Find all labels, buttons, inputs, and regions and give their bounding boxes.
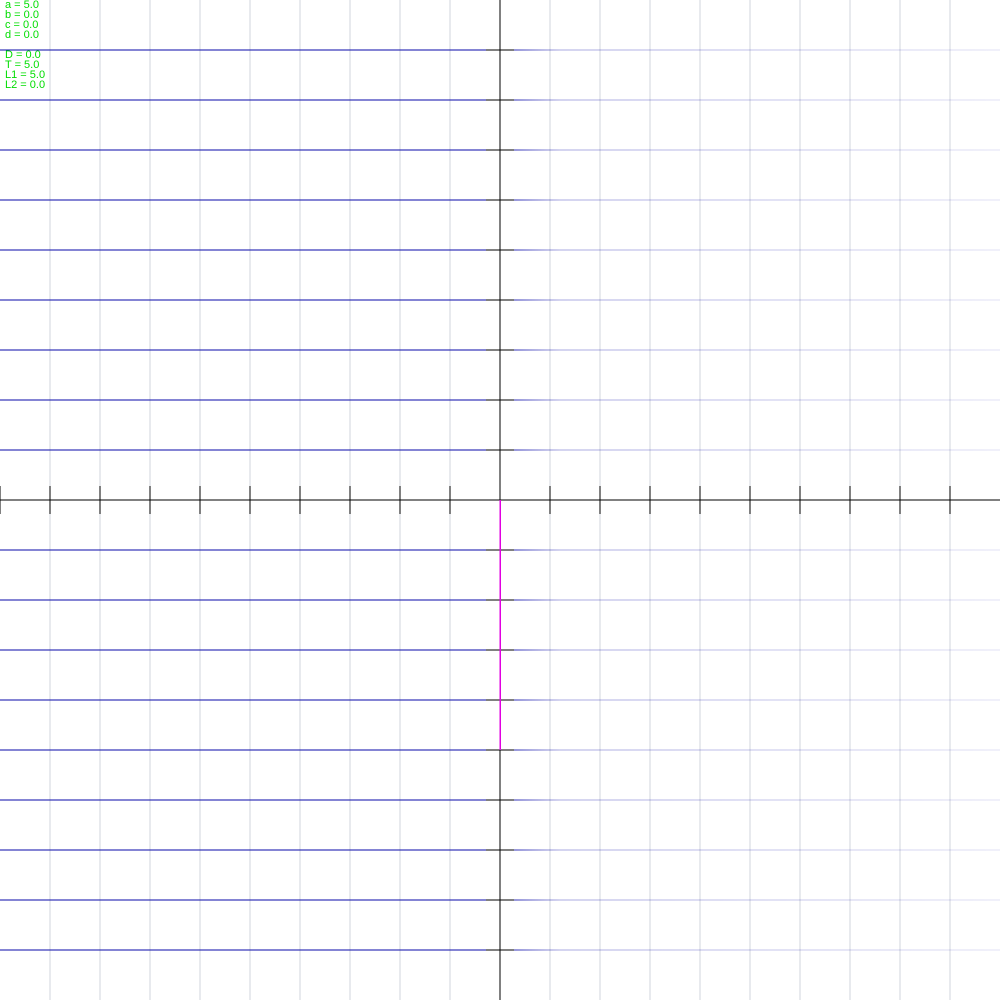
coordinate-plane — [0, 0, 1000, 1000]
